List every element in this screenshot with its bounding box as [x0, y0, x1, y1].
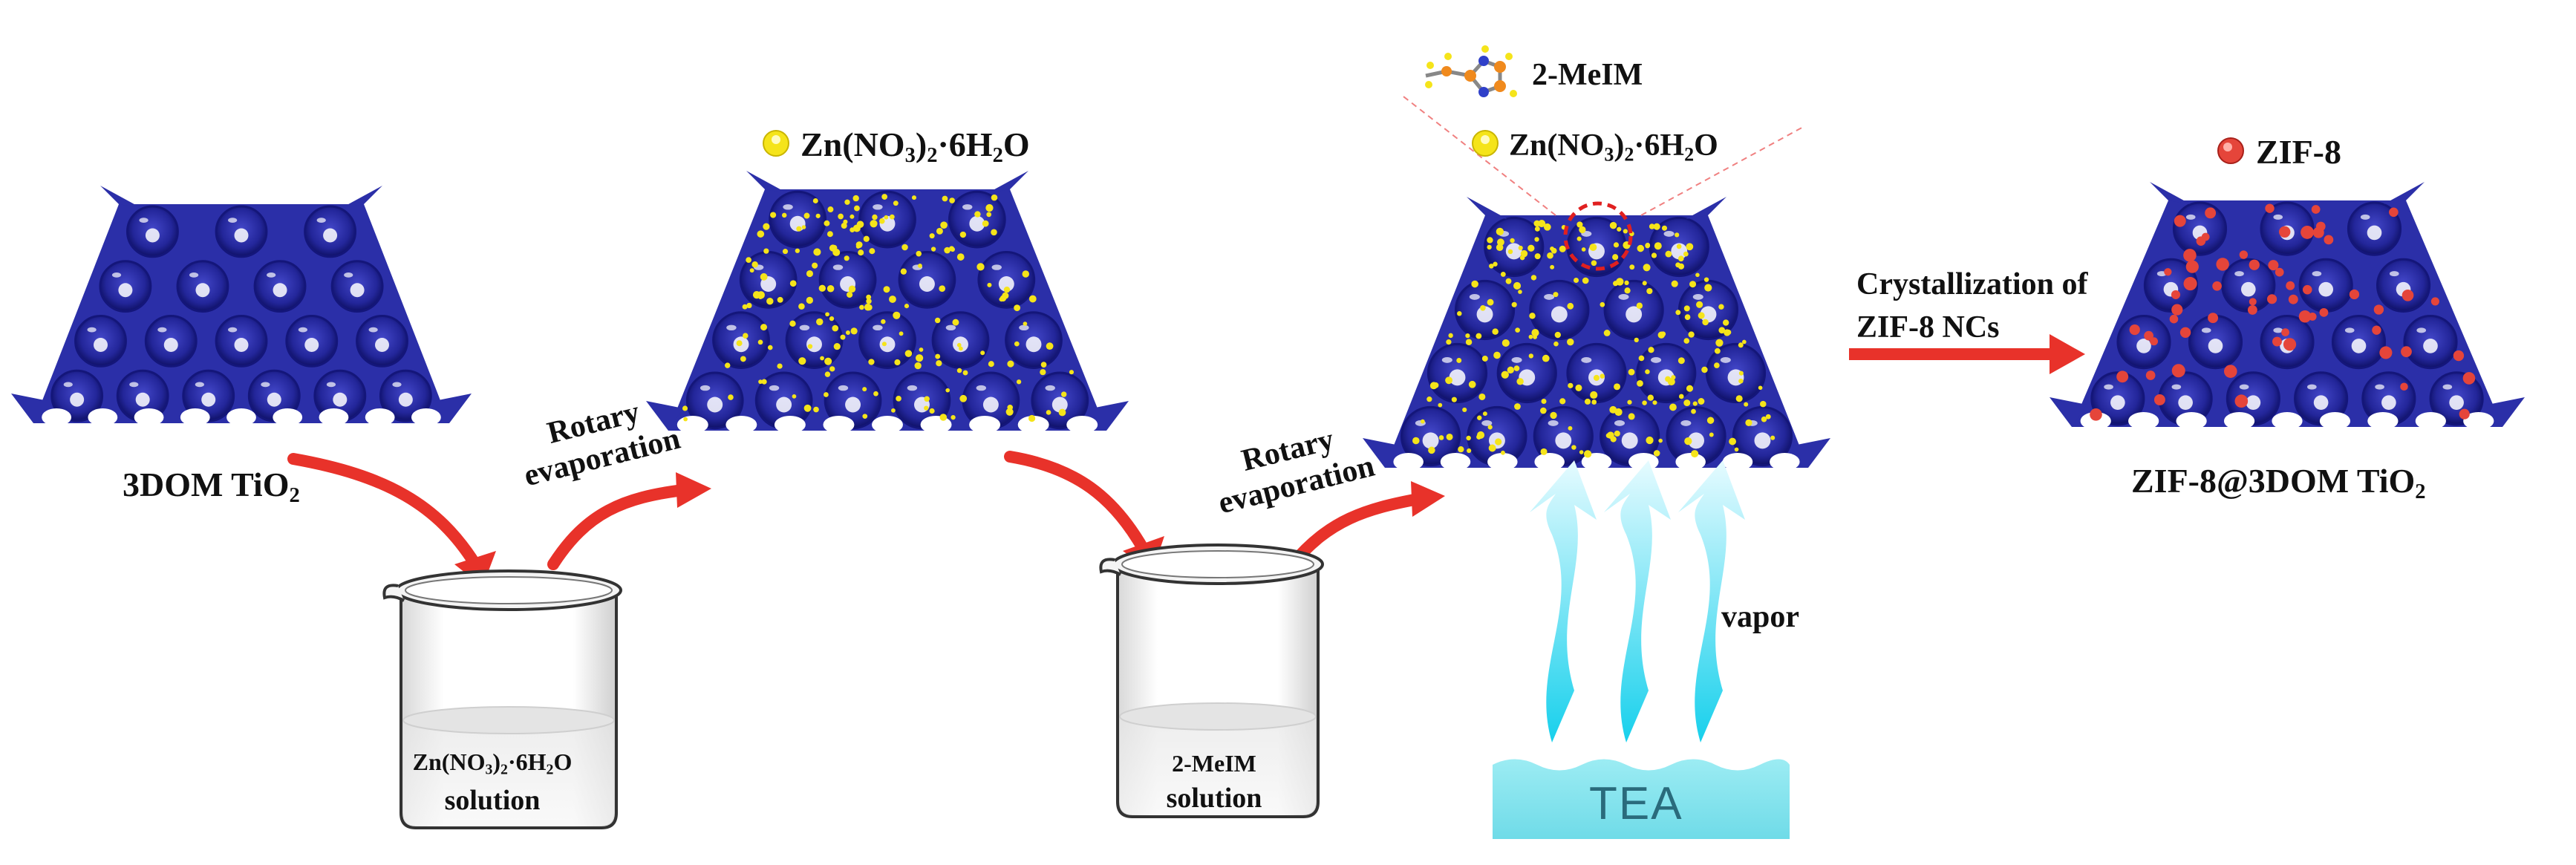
beaker1-label: Zn(NO3)2·6H2O solution: [412, 748, 573, 817]
framework-zn-loaded: [646, 171, 1129, 434]
crystallization-label: Crystallization of ZIF-8 NCs: [1856, 267, 2088, 345]
tea-label: TEA: [1589, 778, 1683, 829]
meim-molecule-icon: [1425, 45, 1517, 97]
framework-zn-meim: [1363, 197, 1830, 471]
arrow-down-1: [287, 453, 496, 587]
zif8-legend-label: ZIF-8: [2256, 133, 2341, 171]
arrow-crystallization: [1849, 334, 2085, 374]
tio2-label: 3DOM TiO2: [123, 466, 300, 507]
beaker-zn-solution: [382, 569, 622, 829]
beaker-meim-solution: [1099, 544, 1324, 818]
legend-dots: [763, 130, 2244, 164]
vapor-label: vapor: [1721, 600, 1799, 634]
zn-legend-label: Zn(NO3)2·6H2O: [800, 125, 1030, 167]
arrow-up-2: [1286, 481, 1445, 570]
framework-3dom-tio2: [11, 186, 472, 426]
meim-legend-label: 2-MeIM: [1532, 58, 1643, 92]
arrow-up-1: [547, 472, 711, 570]
zoom-indicator: [1403, 96, 1805, 271]
framework-zif8: [2050, 182, 2525, 430]
zn-legend-label-2: Zn(NO3)2·6H2O: [1509, 128, 1718, 166]
product-label: ZIF-8@3DOM TiO2: [2131, 462, 2426, 503]
tea-liquid: [1493, 759, 1790, 839]
beaker2-label: 2-MeIM solution: [1166, 750, 1262, 814]
vapor-arrows: [1530, 460, 1745, 742]
